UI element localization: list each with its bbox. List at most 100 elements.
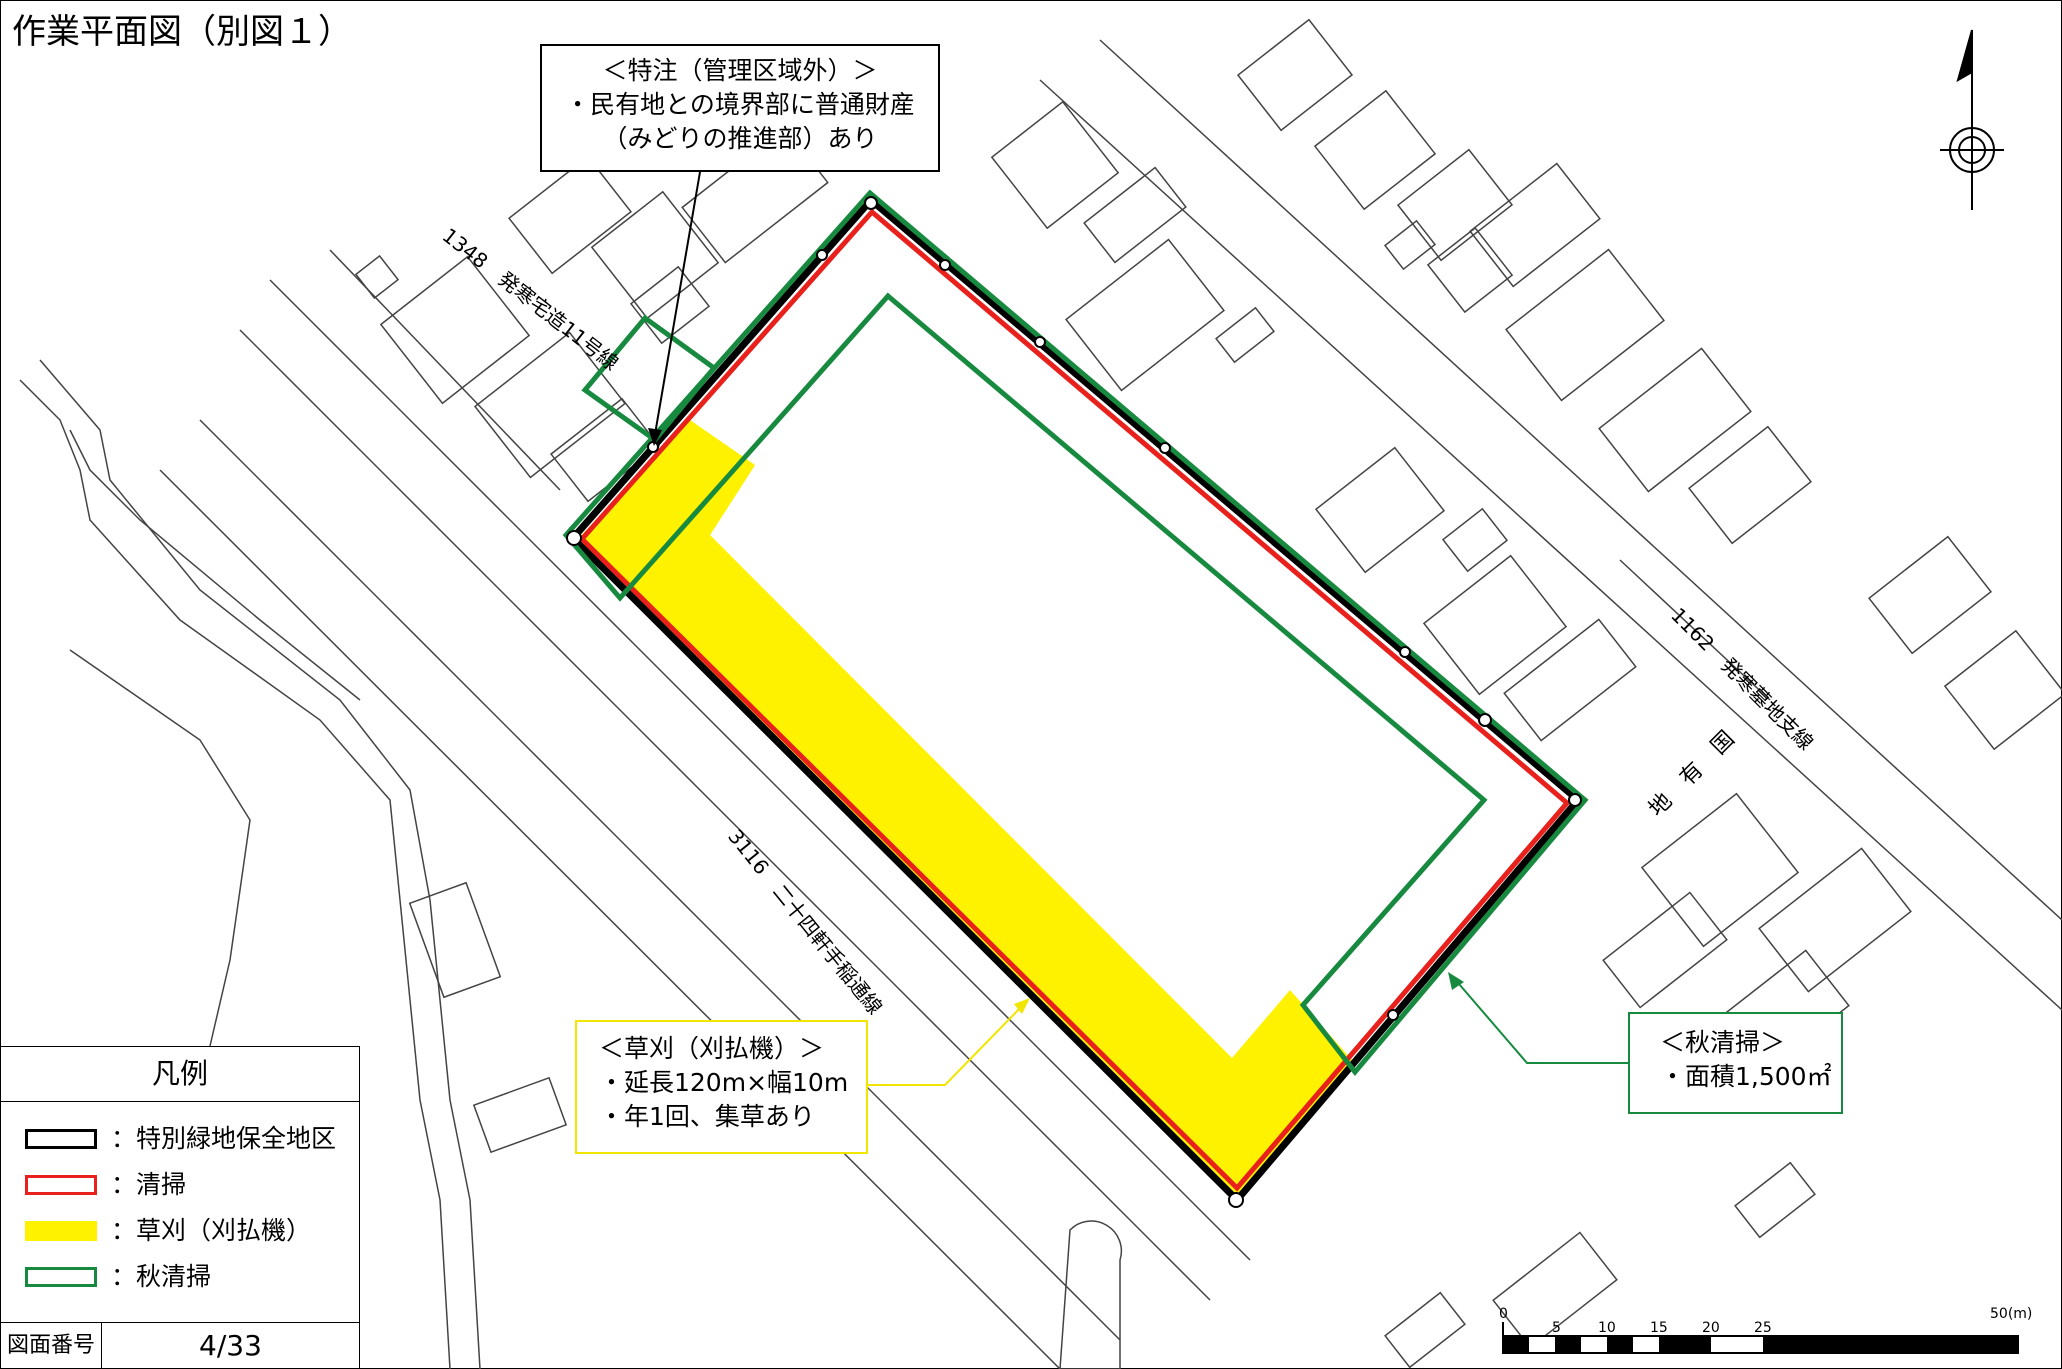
building — [1059, 1220, 1123, 1369]
road-edge — [239, 329, 1211, 1301]
boundary-marker — [1387, 1009, 1399, 1021]
boundary-marker — [566, 530, 582, 546]
building — [1469, 162, 1601, 288]
legend-label: ：特別緑地保全地区 — [111, 1124, 337, 1153]
building — [1384, 1291, 1466, 1369]
boundary-marker — [1568, 793, 1582, 807]
scale-tick-label: 50(m) — [1990, 1306, 2033, 1322]
building — [472, 1076, 568, 1154]
building — [354, 254, 400, 300]
page-title: 作業平面図（別図１） — [12, 12, 352, 52]
scale-tick-label: 15 — [1650, 1320, 1668, 1336]
callout-line: ・延長120m×幅10m — [599, 1068, 849, 1097]
road-edge — [269, 279, 1251, 1261]
building — [1083, 166, 1187, 264]
scale-tick-label: 20 — [1702, 1320, 1720, 1336]
north-arrow-icon — [1940, 29, 2004, 210]
mowing-area-upper — [575, 420, 755, 542]
boundary-marker — [864, 196, 878, 210]
legend-label: ：草刈（刈払機） — [111, 1216, 312, 1245]
mowing-leader-line — [868, 1002, 1026, 1086]
building — [1503, 618, 1637, 742]
boundary-marker — [1228, 1192, 1244, 1208]
building — [1492, 1231, 1618, 1349]
legend-title: 凡例 — [1, 1047, 359, 1102]
road-edge — [39, 359, 481, 1369]
road-edge — [199, 419, 1121, 1341]
building — [1215, 306, 1275, 364]
boundary-marker — [1034, 336, 1046, 348]
boundary-marker — [939, 259, 951, 271]
callout-line: （みどりの推進部）あり — [602, 124, 878, 153]
road-edge — [19, 379, 451, 1369]
building — [990, 100, 1120, 230]
autumn-cleaning-outer — [562, 189, 1589, 1076]
building — [1867, 535, 1993, 655]
building — [1687, 425, 1813, 545]
building — [408, 881, 502, 999]
callout-line: ・年1回、集草あり — [599, 1102, 815, 1131]
building — [473, 331, 627, 479]
building — [1758, 847, 1912, 993]
scale-tick-label: 5 — [1552, 1320, 1561, 1336]
legend-label: ：清掃 — [111, 1170, 187, 1199]
figure-number-row: 図面番号 4/33 — [1, 1322, 359, 1369]
scale-bar — [1502, 1322, 2019, 1354]
mowing-leader-arrow — [1014, 998, 1030, 1014]
legend: 凡例 ：特別緑地保全地区 ：清掃 ：草刈（刈払機） ：秋清掃 図面番号 4/33 — [0, 1046, 360, 1369]
figure-number-label: 図面番号 — [1, 1323, 102, 1369]
road-edge — [1039, 79, 2062, 1011]
callout-line: ＜特注（管理区域外）＞ — [602, 56, 878, 85]
road-edge — [1619, 559, 1771, 701]
special-leader-line — [653, 171, 701, 441]
boundary-marker — [816, 249, 828, 261]
road-edge — [1099, 39, 2062, 921]
scale-tick-label: 10 — [1598, 1320, 1616, 1336]
autumn-leader-line — [1452, 976, 1628, 1064]
legend-label: ：秋清掃 — [111, 1262, 212, 1291]
legend-swatch — [25, 1267, 97, 1287]
building — [1383, 219, 1437, 271]
boundary-marker — [1478, 713, 1492, 727]
building — [629, 265, 711, 345]
building — [1441, 507, 1509, 573]
callout-line: ・民有地との境界部に普通財産 — [565, 90, 915, 119]
boundary-marker — [1399, 646, 1411, 658]
legend-swatch — [25, 1129, 97, 1149]
building — [1426, 226, 1514, 314]
boundary-markers — [566, 196, 1582, 1208]
callout-special-note: ＜特注（管理区域外）＞ ・民有地との境界部に普通財産 （みどりの推進部）あり — [540, 44, 940, 172]
building — [1236, 18, 1354, 132]
callout-line: ・面積1,500㎡ — [1660, 1062, 1832, 1091]
building — [1065, 238, 1225, 392]
road-edge — [159, 469, 1061, 1369]
scale-tick-label: 25 — [1754, 1320, 1772, 1336]
building — [1314, 446, 1446, 574]
building — [1422, 554, 1568, 696]
mowing-area — [575, 420, 1352, 1200]
basemap — [19, 18, 2062, 1369]
callout-autumn-note: ＜秋清掃＞ ・面積1,500㎡ — [1628, 1012, 1843, 1114]
autumn-leader-arrow — [1448, 972, 1464, 990]
figure-number: 4/33 — [199, 1329, 262, 1362]
legend-swatch — [25, 1175, 97, 1195]
boundary-marker — [647, 441, 659, 453]
callout-mowing-note: ＜草刈（刈払機）＞ ・延長120m×幅10m ・年1回、集草あり — [575, 1020, 868, 1154]
scale-tick-label: 0 — [1499, 1306, 1508, 1322]
special-leader-arrow — [648, 428, 662, 446]
building — [590, 190, 720, 320]
callout-line: ＜秋清掃＞ — [1660, 1028, 1786, 1057]
autumn-cleaning-small — [581, 314, 718, 444]
building — [1505, 248, 1665, 402]
road-edge — [69, 649, 251, 1047]
building — [507, 155, 633, 275]
building — [1602, 891, 1728, 1009]
building — [1313, 89, 1437, 211]
road-edge — [69, 429, 361, 701]
legend-swatch — [25, 1221, 97, 1241]
cleaning-area — [578, 208, 1571, 1192]
boundary-marker — [1159, 442, 1171, 454]
callout-line: ＜草刈（刈払機）＞ — [599, 1034, 825, 1063]
building — [1943, 629, 2062, 751]
